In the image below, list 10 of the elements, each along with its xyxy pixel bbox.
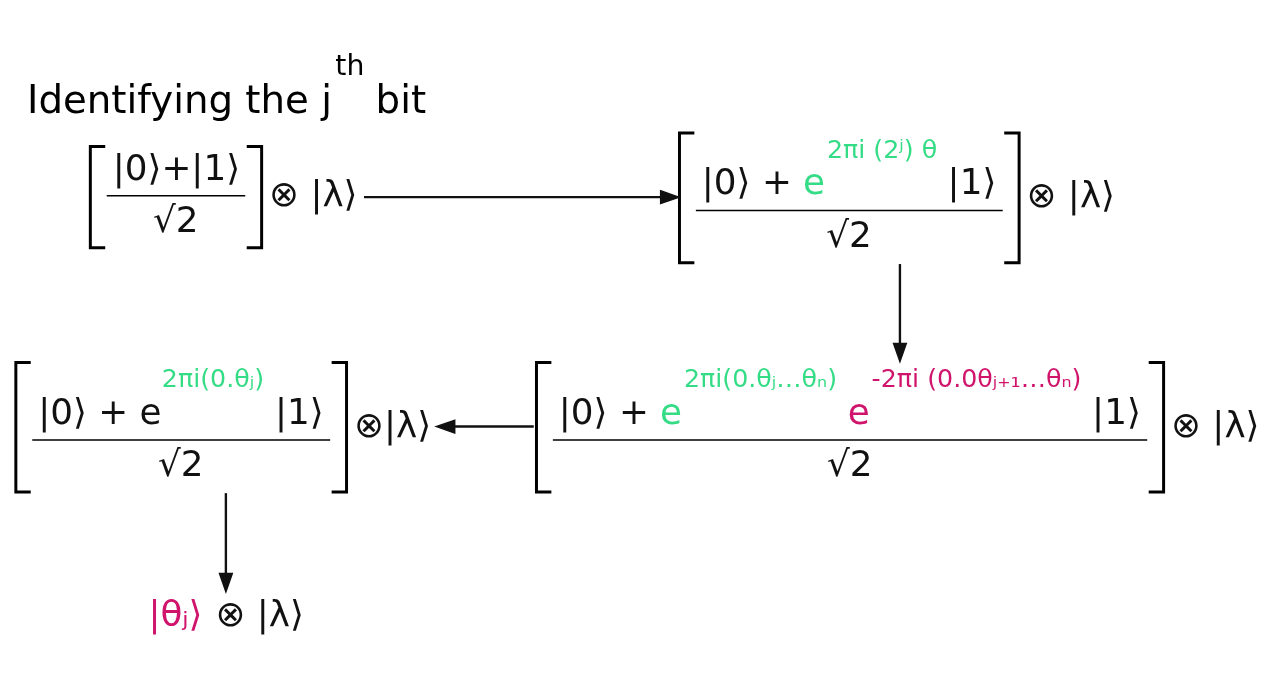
- node-text: |0⟩ + e2πi (2ʲ) θ |1⟩ ⊗ |λ⟩ √2: [701, 133, 1116, 255]
- arrow: [892, 264, 908, 364]
- arrow: [364, 189, 682, 205]
- node-text: |0⟩ + e2πi(0.θⱼ) |1⟩ ⊗|λ⟩ √2: [38, 363, 432, 485]
- arrow: [218, 493, 234, 595]
- node-text: |θⱼ⟩ ⊗ |λ⟩: [148, 593, 304, 635]
- node-text: |0⟩+|1⟩ ⊗ |λ⟩ √2: [112, 146, 358, 240]
- arrow: [434, 419, 534, 434]
- node-text: |0⟩ + e2πi(0.θⱼ…θₙ) e-2πi (0.0θⱼ₊₁…θₙ) |1⟩ ⊗ |λ⟩ √2: [558, 363, 1260, 485]
- diagram-title: Identifying the jth bit: [27, 49, 427, 123]
